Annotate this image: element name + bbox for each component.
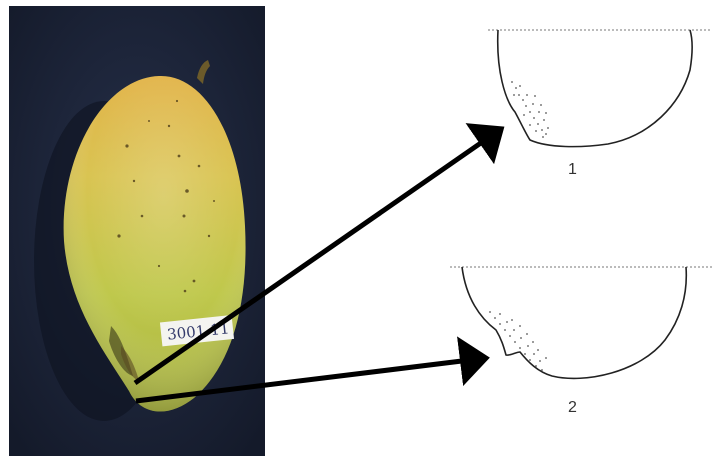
arrow-to-figure-2 xyxy=(136,360,470,401)
figure-2-outline xyxy=(462,267,686,378)
figure-1-stipple xyxy=(511,81,549,138)
arrow-to-figure-1 xyxy=(135,138,488,383)
figure-2-label: 2 xyxy=(568,399,577,416)
figure-2: 2 xyxy=(450,267,712,416)
figure-1: 1 xyxy=(488,30,712,178)
figure-1-outline xyxy=(498,30,693,147)
figure-1-label: 1 xyxy=(568,161,577,178)
figure-2-stipple xyxy=(489,311,547,371)
